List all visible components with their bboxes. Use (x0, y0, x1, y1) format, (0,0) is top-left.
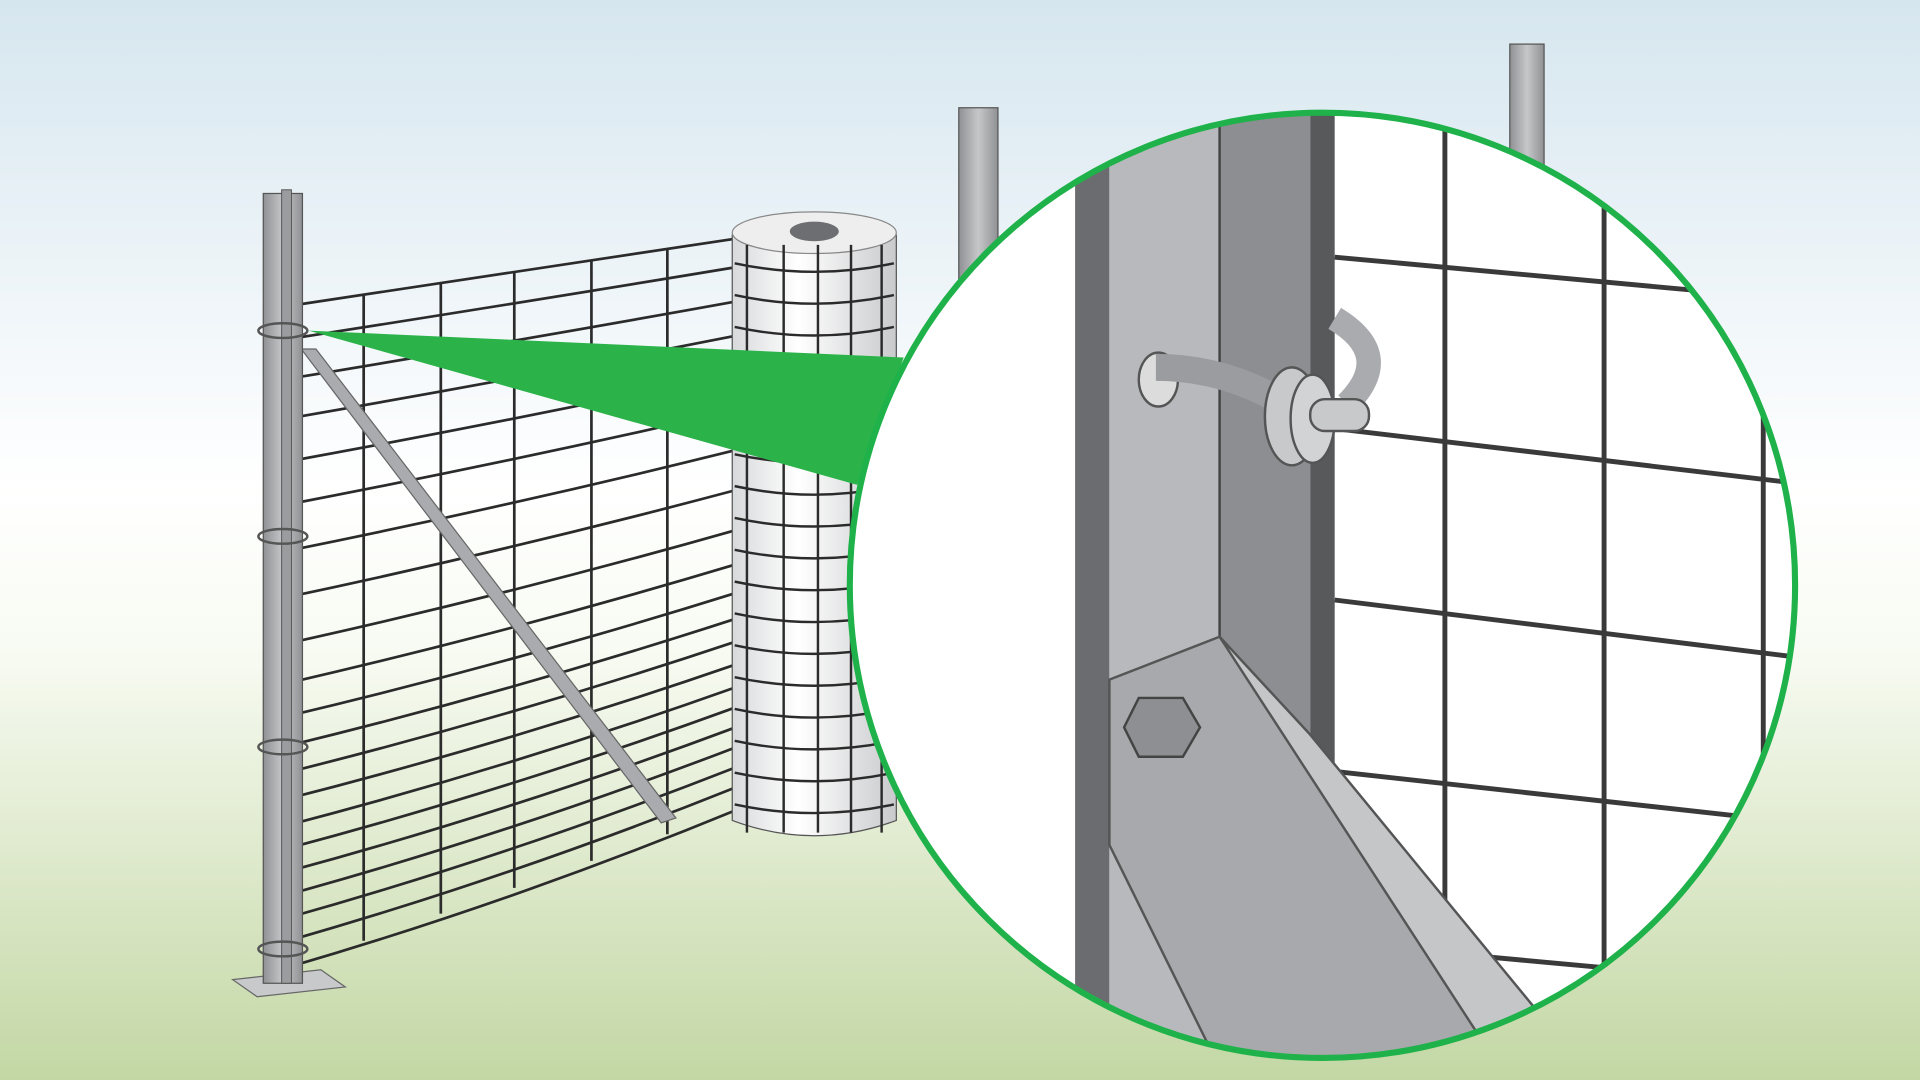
mesh-horizontal-wire (287, 686, 736, 827)
roll-horizontal-wire (734, 325, 895, 337)
diagonal-brace (299, 348, 677, 824)
mesh-horizontal-wire (287, 449, 736, 553)
mesh-horizontal-wire (287, 592, 736, 718)
roll-horizontal-wire (734, 262, 895, 274)
bolt-icon (1122, 696, 1202, 758)
mesh-horizontal-wire (287, 266, 735, 341)
callout-wedge (308, 330, 904, 485)
mesh-horizontal-wire (287, 640, 736, 774)
mesh-horizontal-wire (287, 766, 736, 920)
mesh-horizontal-wire (287, 617, 736, 748)
magnifier-ring (846, 109, 1799, 1062)
zoomed-brace-top (1218, 635, 1595, 1058)
roll-horizontal-wire (734, 771, 895, 783)
wire-tie-icon (257, 940, 309, 958)
roll-core (789, 221, 839, 242)
roll-horizontal-wire (734, 803, 895, 815)
mesh-horizontal-wire (287, 529, 736, 645)
zoomed-post-left-face (1075, 112, 1110, 1058)
zoomed-horizontal-wire (1334, 426, 1796, 487)
zoomed-horizontal-wire (1334, 768, 1796, 826)
mesh-horizontal-wire (287, 746, 736, 896)
mesh-horizontal-wire (287, 726, 736, 873)
mesh-horizontal-wire (287, 786, 736, 943)
wire-tie-icon (257, 738, 309, 756)
left-post-flange (281, 189, 292, 984)
wire-tie-icon (257, 527, 309, 545)
magnifier-callout (846, 109, 1799, 1062)
mesh-horizontal-wire (287, 663, 736, 801)
mesh-horizontal-wire (287, 237, 735, 308)
wire-tie-icon (257, 322, 309, 340)
zoomed-horizontal-wire (1334, 597, 1796, 660)
mesh-horizontal-wire (287, 489, 736, 599)
wire-ties (257, 322, 309, 958)
wire-tie-icon (1137, 307, 1381, 467)
mesh-horizontal-wire (287, 809, 736, 969)
roll-horizontal-wire (734, 293, 895, 305)
mesh-horizontal-wire (287, 706, 736, 850)
